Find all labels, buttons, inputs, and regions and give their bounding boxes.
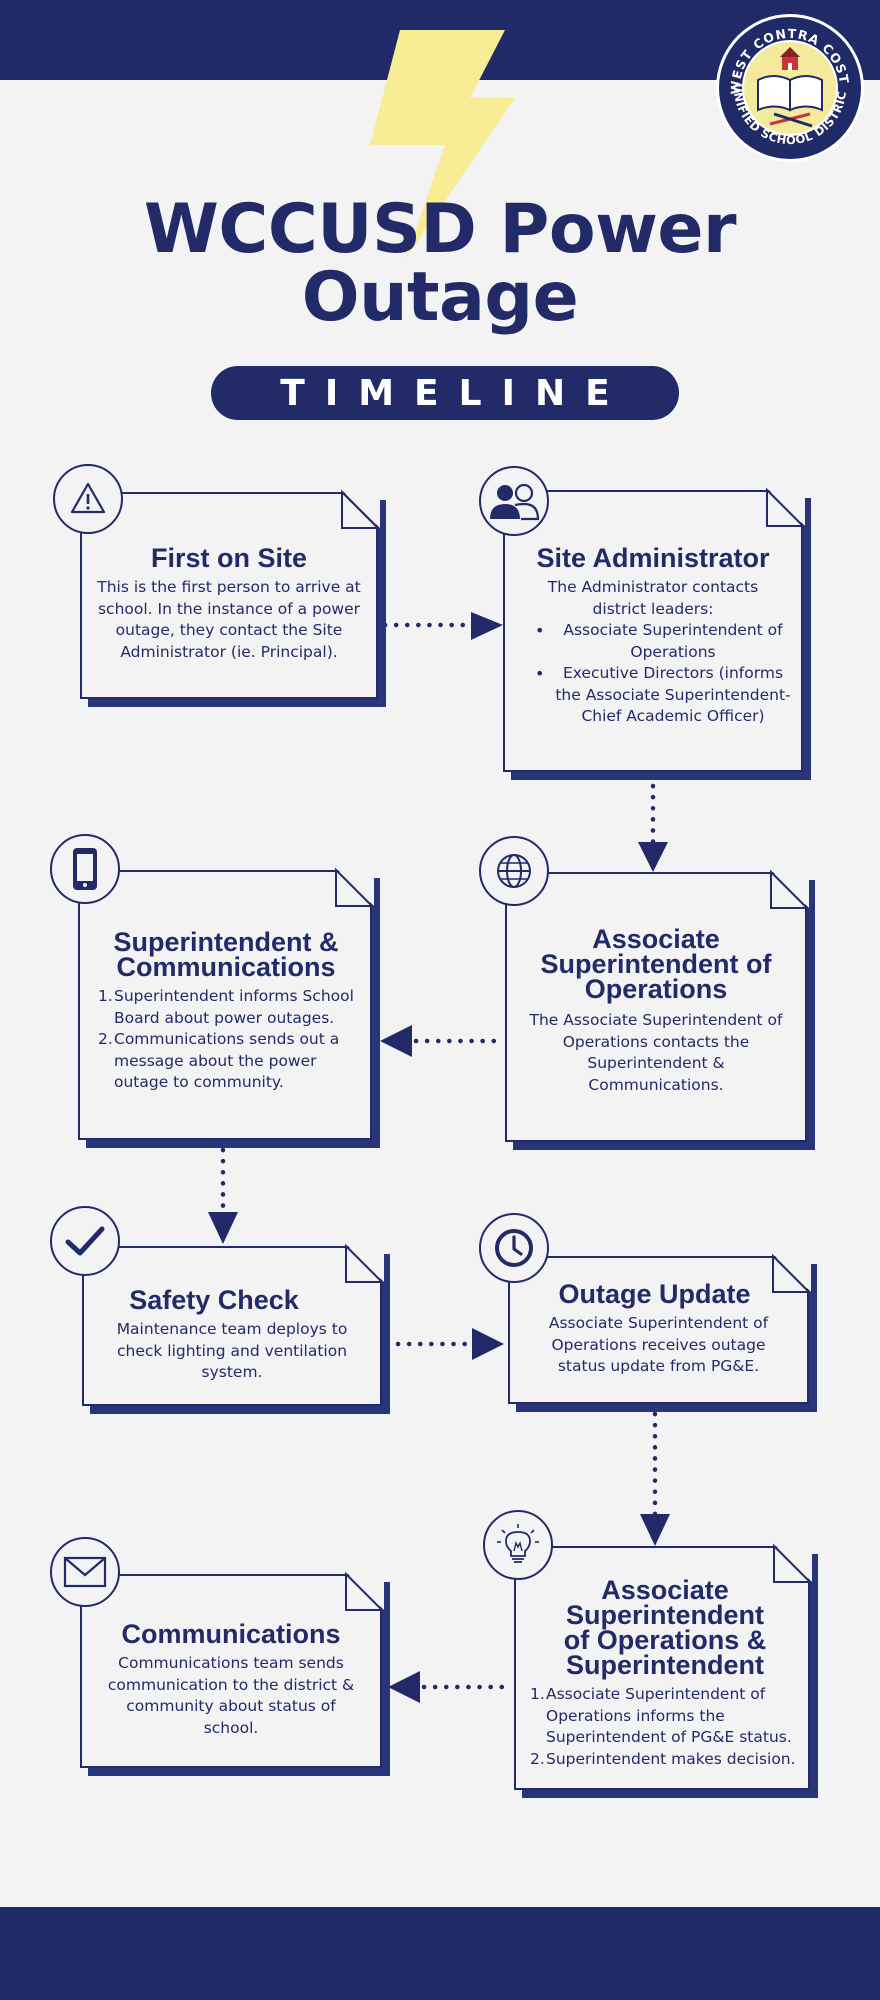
step-icon-badge xyxy=(483,1510,553,1580)
clock-icon xyxy=(495,1229,533,1267)
step-numbered-list: 1.Associate Superintendent of Operations… xyxy=(530,1684,800,1770)
page-title: WCCUSD Power Outage xyxy=(90,196,790,332)
step-card-associate-superintendent-operations-superintendent: Associate Superintendent of Operations &… xyxy=(514,1543,818,1798)
step-description: Communications team sends communication … xyxy=(107,1654,355,1737)
connector-arrow-6 xyxy=(640,1411,670,1546)
connector-arrow-7 xyxy=(388,1671,513,1703)
step-description: The Administrator contacts district lead… xyxy=(547,578,759,618)
connector-arrow-1 xyxy=(382,612,503,640)
step-card-communications: Communications Communications team sends… xyxy=(80,1571,390,1776)
step-card-safety-check: Safety Check Maintenance team deploys to… xyxy=(82,1243,390,1414)
step-title: Superintendent & Communications xyxy=(113,927,339,982)
step-title: Outage Update xyxy=(558,1279,751,1309)
step-description: Associate Superintendent of Operations r… xyxy=(548,1314,769,1375)
step-icon-badge xyxy=(479,1213,549,1283)
step-title: Associate Superintendent of Operations &… xyxy=(563,1575,767,1680)
step-title: Associate Superintendent of Operations xyxy=(540,924,772,1004)
timeline-badge: TIMELINE xyxy=(211,366,679,420)
users-icon xyxy=(490,483,540,521)
step-card-first-on-site: First on Site This is the first person t… xyxy=(80,489,386,707)
step-card-site-administrator: Site Administrator The Administrator con… xyxy=(503,487,811,780)
step-icon-badge xyxy=(50,834,120,904)
step-card-superintendent-communications: Superintendent & Communications 1.Superi… xyxy=(78,867,380,1148)
district-seal-logo: WEST CONTRA COSTA UNIFIED SCHOOL DISTRIC… xyxy=(714,12,864,162)
step-title: Communications xyxy=(121,1619,341,1649)
connector-arrow-3 xyxy=(380,1025,505,1057)
step-icon-badge xyxy=(53,464,123,534)
list-item: 1.Superintendent informs School Board ab… xyxy=(98,987,354,1027)
step-icon-badge xyxy=(479,466,549,536)
connector-arrow-4 xyxy=(208,1147,238,1244)
warning-icon xyxy=(70,482,106,514)
list-item: Executive Directors (informs the Associa… xyxy=(515,663,791,728)
page-title-line-2: Outage xyxy=(301,258,579,337)
page-title-line-1: WCCUSD Power xyxy=(143,190,737,269)
step-description: The Associate Superintendent of Operatio… xyxy=(529,1011,783,1094)
list-item: 1.Associate Superintendent of Operations… xyxy=(530,1685,792,1746)
connector-arrow-5 xyxy=(395,1328,504,1360)
lightbulb-icon xyxy=(497,1524,539,1563)
step-title: First on Site xyxy=(150,543,307,573)
envelope-icon xyxy=(63,1556,107,1588)
check-icon xyxy=(65,1226,105,1256)
step-description: Maintenance team deploys to check lighti… xyxy=(116,1320,348,1381)
step-title: Safety Check xyxy=(129,1285,299,1315)
globe-icon xyxy=(497,854,531,888)
step-card-associate-superintendent-operations: Associate Superintendent of Operations T… xyxy=(505,869,815,1150)
step-icon-badge xyxy=(479,836,549,906)
step-icon-badge xyxy=(50,1537,120,1607)
step-numbered-list: 1.Superintendent informs School Board ab… xyxy=(98,986,354,1094)
step-bullet-list: Associate Superintendent of Operations E… xyxy=(515,620,791,728)
step-description: This is the first person to arrive at sc… xyxy=(97,578,361,661)
timeline-label: TIMELINE xyxy=(280,372,630,414)
list-item: 2.Superintendent makes decision. xyxy=(530,1749,796,1768)
lightning-bolt-icon xyxy=(370,30,515,260)
step-title: Site Administrator xyxy=(536,543,770,573)
list-item: Associate Superintendent of Operations xyxy=(515,620,791,663)
step-card-outage-update: Outage Update Associate Superintendent o… xyxy=(508,1253,817,1412)
phone-icon xyxy=(73,848,97,890)
list-item: 2.Communications sends out a message abo… xyxy=(98,1030,340,1091)
step-icon-badge xyxy=(50,1206,120,1276)
connector-arrow-2 xyxy=(638,783,668,872)
bottom-banner xyxy=(0,1907,880,2000)
